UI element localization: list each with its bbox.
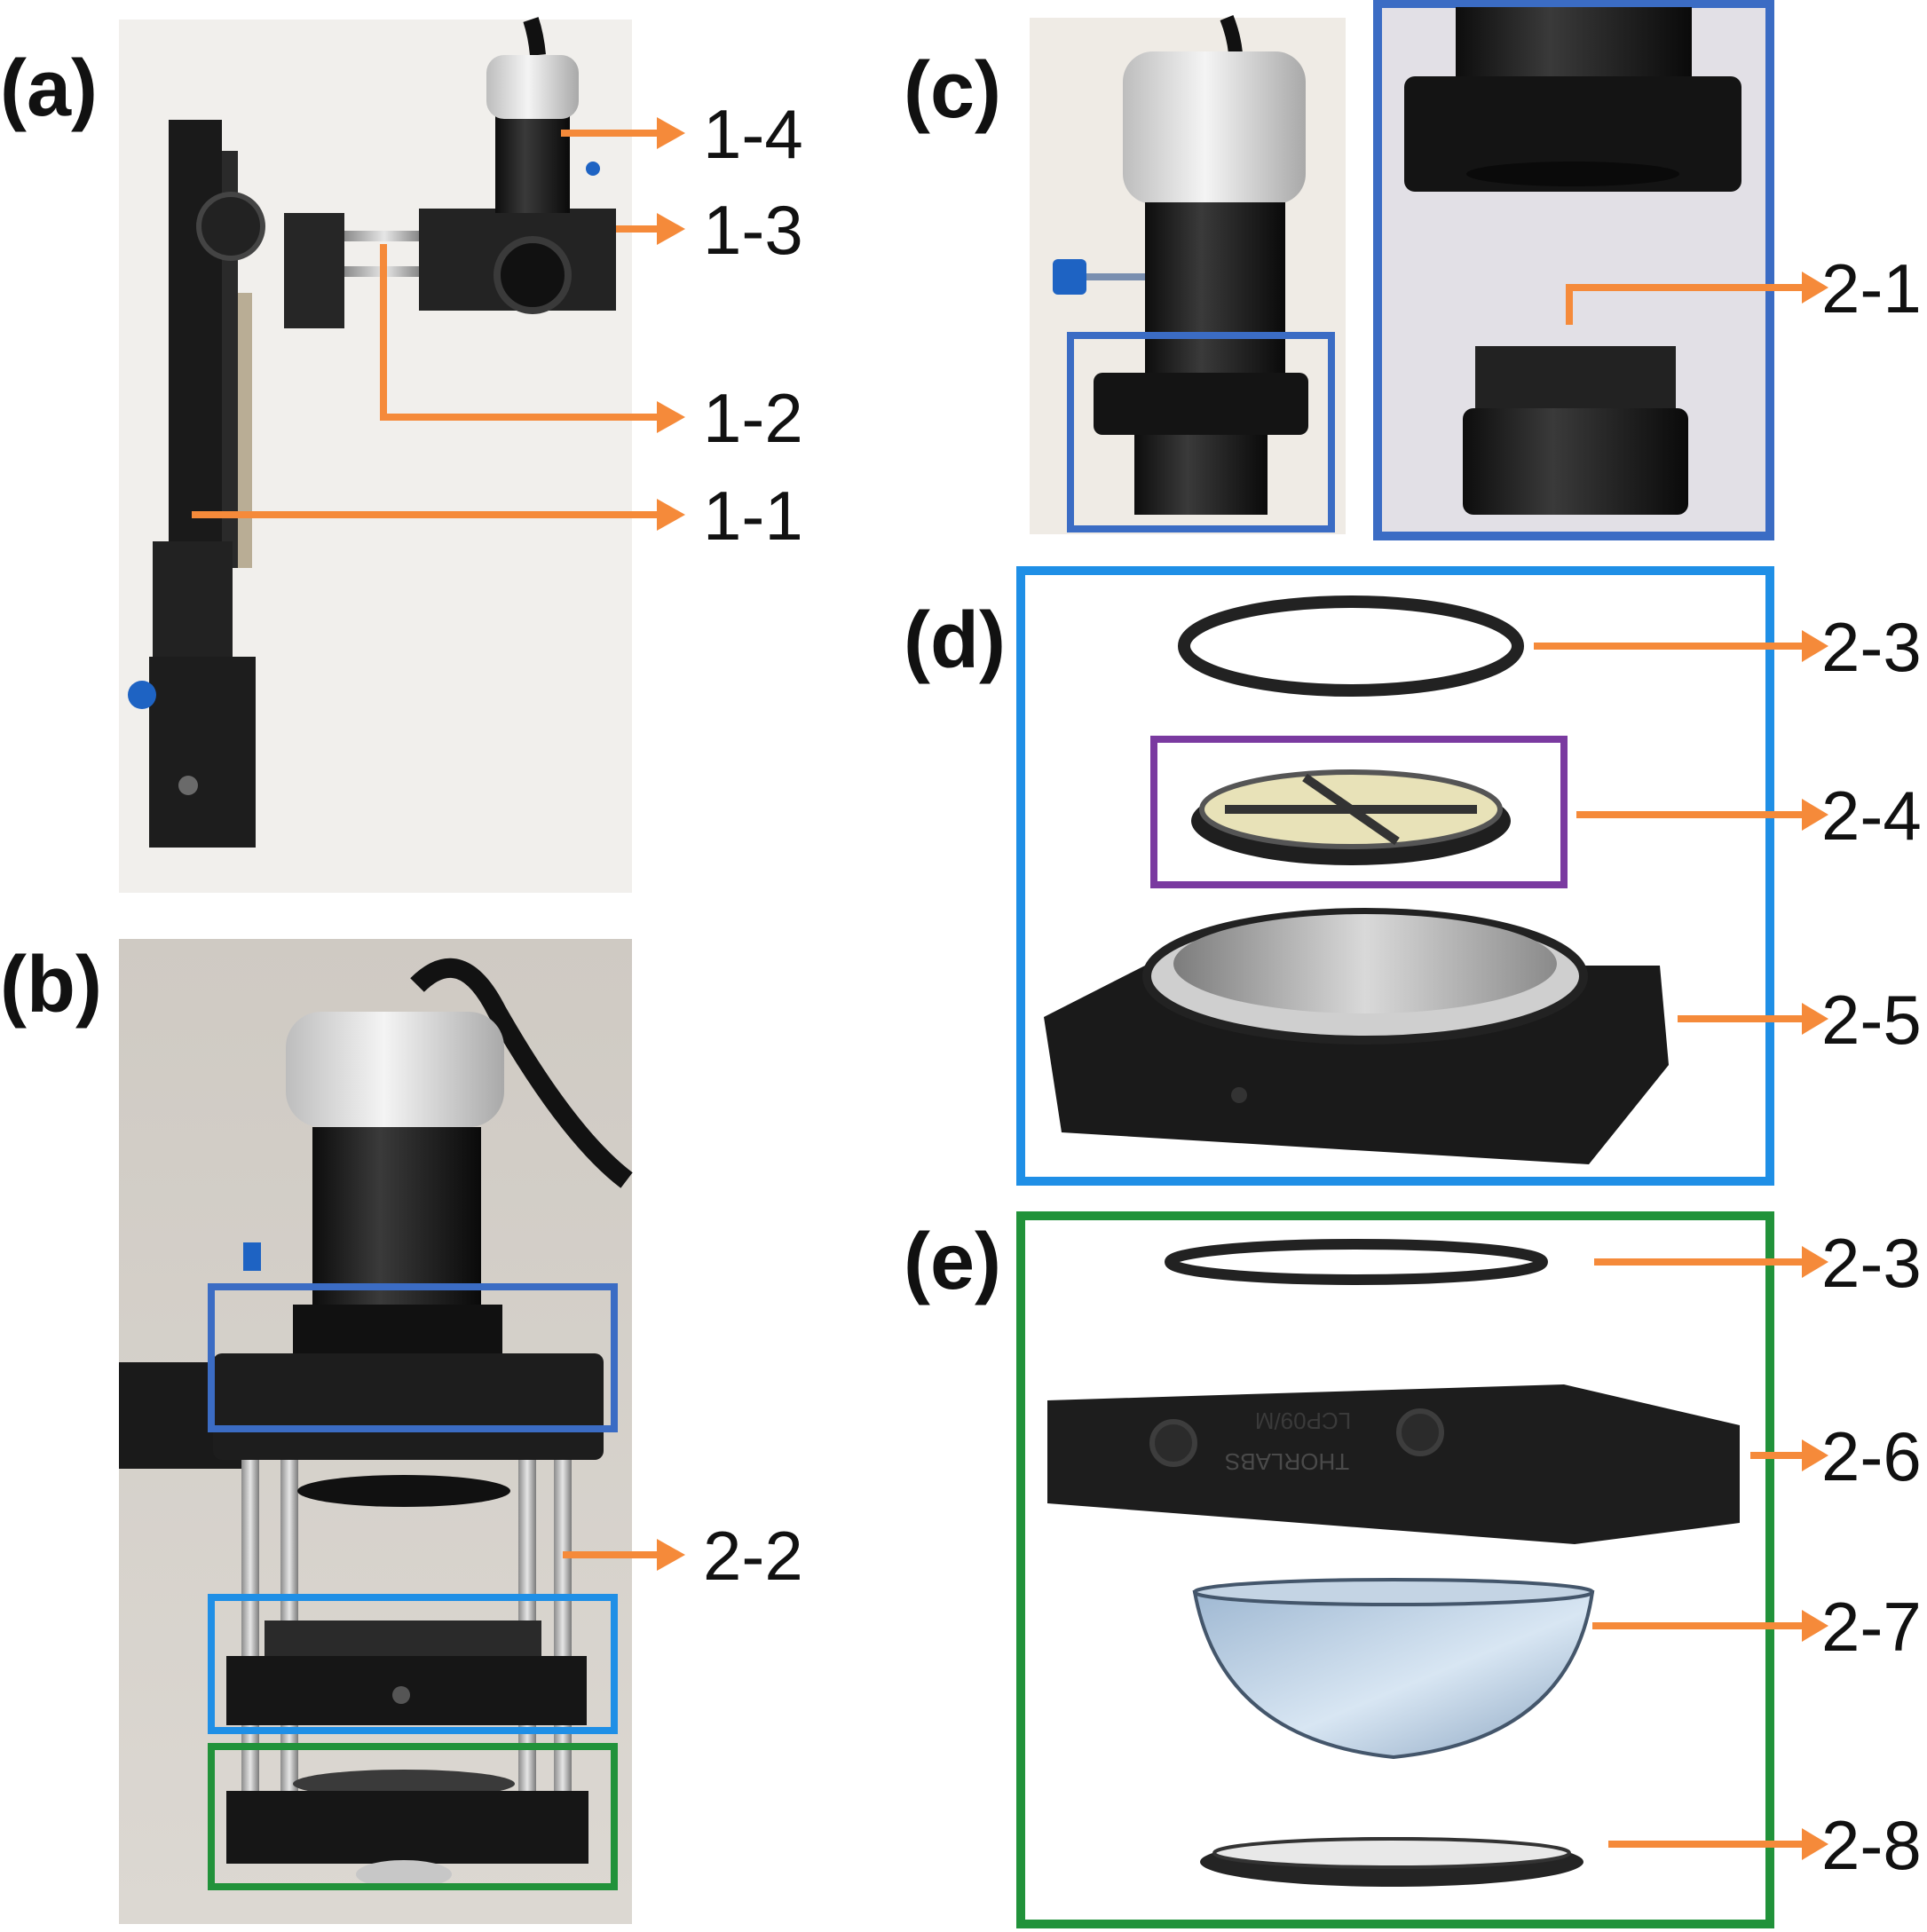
- dome-lens-rim: [1193, 1578, 1594, 1606]
- callout-2-4: 2-4: [1821, 777, 1922, 855]
- callout-1-4: 1-4: [703, 95, 803, 173]
- bottom-ring-window: [1212, 1837, 1571, 1869]
- callout-2-2: 2-2: [703, 1517, 803, 1595]
- retaining-ring-e: [1165, 1239, 1548, 1285]
- highlight-box-dark-blue-c: [1067, 332, 1335, 532]
- top-plate: [213, 1353, 604, 1460]
- lens-mount-b: [226, 1791, 588, 1864]
- cable: [523, 17, 546, 56]
- panel-d-label: (d): [904, 596, 1006, 685]
- callout-2-5: 2-5: [1821, 981, 1922, 1059]
- mount-hole: [178, 776, 198, 795]
- panel-b: (b): [0, 939, 633, 1924]
- arrowhead-2-5: [1802, 1003, 1828, 1035]
- arrowhead-2-7: [1802, 1610, 1828, 1642]
- sensor-tube: [495, 115, 570, 213]
- tube-adapter-b: [293, 1305, 502, 1358]
- arm-clamp: [284, 213, 344, 328]
- callout-2-8: 2-8: [1821, 1806, 1922, 1884]
- arrowhead-2-4: [1802, 799, 1828, 831]
- part-number-engraving: LCP09/M: [1255, 1408, 1351, 1434]
- zoom-adapter-flange: [1404, 76, 1741, 192]
- callout-labels: 1-4 1-3 1-2 1-1 2-2 2-1 2-3 2-4 2-5 2-3 …: [703, 95, 1922, 1884]
- zoom-adapter-bore: [1466, 162, 1679, 186]
- zoom-lens-tube: [1463, 408, 1688, 515]
- zoom-thread-ring: [1475, 346, 1676, 417]
- adapter-threads-c: [1134, 435, 1268, 515]
- rotation-scale: [265, 1621, 541, 1658]
- panel-b-label: (b): [0, 941, 102, 1029]
- panel-d: (d): [904, 566, 1774, 1186]
- rotation-screw: [392, 1686, 410, 1704]
- mount-hole-d: [1231, 1087, 1247, 1103]
- callout-2-3-d: 2-3: [1821, 608, 1922, 686]
- arrowhead-2-6: [1802, 1439, 1828, 1471]
- callout-arrows: [192, 117, 1828, 1860]
- panel-e-label: (e): [904, 1218, 1001, 1306]
- panel-e-box: [1016, 1211, 1774, 1928]
- callout-1-1: 1-1: [703, 477, 803, 555]
- blue-knob-a: [128, 681, 156, 709]
- screw-shaft-c: [1086, 273, 1145, 280]
- cage-rod-4: [554, 1460, 572, 1833]
- heat-sink-b: [286, 1012, 504, 1127]
- highlight-box-light-blue-b: [208, 1594, 618, 1734]
- callout-1-3: 1-3: [703, 191, 803, 269]
- arrowhead-2-1: [1802, 272, 1828, 304]
- callout-1-2: 1-2: [703, 379, 803, 457]
- focus-knob: [196, 192, 265, 261]
- brand-engraving: THORLABS: [1225, 1448, 1349, 1475]
- panel-a-label: (a): [0, 44, 98, 133]
- dome-lens: [1192, 1590, 1595, 1760]
- arrowhead-2-3-d: [1802, 630, 1828, 662]
- arrowhead-2-2: [657, 1539, 685, 1571]
- blue-screw-a: [586, 162, 600, 176]
- heat-sink: [486, 55, 579, 119]
- cable-c: [1220, 15, 1243, 54]
- blue-screw-c: [1053, 259, 1086, 295]
- retaining-ring-d: [1178, 595, 1524, 697]
- panel-c: (c): [904, 0, 1774, 540]
- rail-bracket: [238, 293, 252, 568]
- callout-2-1: 2-1: [1821, 249, 1922, 327]
- tube-adapter-c: [1094, 373, 1308, 435]
- rotation-window: [1173, 914, 1557, 1013]
- arrowhead-2-8: [1802, 1828, 1828, 1860]
- plate-screw-right: [1396, 1408, 1444, 1456]
- sensor-tube-b: [312, 1127, 481, 1305]
- rail-base: [149, 657, 256, 848]
- arrowhead-1-4: [657, 117, 685, 149]
- rail-clamp: [153, 541, 233, 657]
- cage-rod-1: [241, 1460, 259, 1833]
- arrowhead-1-1: [657, 499, 685, 531]
- cable-b: [410, 958, 633, 1188]
- callout-2-6: 2-6: [1821, 1417, 1922, 1495]
- panel-a: (a): [0, 17, 632, 893]
- sensor-tube-c: [1145, 202, 1285, 380]
- highlight-box-purple-d: [1150, 736, 1568, 888]
- arrow-1-2: [380, 244, 657, 421]
- plate-aperture: [297, 1475, 510, 1507]
- cage-aperture: [494, 236, 572, 314]
- heat-sink-c: [1123, 51, 1306, 204]
- panel-c-label: (c): [904, 46, 1001, 135]
- arrowhead-2-3-e: [1802, 1246, 1828, 1278]
- callout-2-7: 2-7: [1821, 1588, 1922, 1666]
- arm-rod-upper: [344, 231, 424, 241]
- lens-mount-plate: [1047, 1384, 1740, 1544]
- arrowhead-1-2: [657, 401, 685, 433]
- polarizer-cross-v: [1302, 773, 1400, 846]
- plate-screw-left: [1149, 1419, 1197, 1467]
- dome-lens-b: [356, 1860, 452, 1889]
- arrow-2-1: [1566, 284, 1802, 325]
- arrowhead-1-3: [657, 213, 685, 245]
- highlight-box-dark-blue-b: [208, 1283, 618, 1432]
- blue-screw-b: [243, 1242, 261, 1271]
- callout-2-3-e: 2-3: [1821, 1224, 1922, 1302]
- panel-e: (e) LCP09/M THORLABS: [904, 1211, 1774, 1928]
- highlight-box-green-b: [208, 1743, 618, 1890]
